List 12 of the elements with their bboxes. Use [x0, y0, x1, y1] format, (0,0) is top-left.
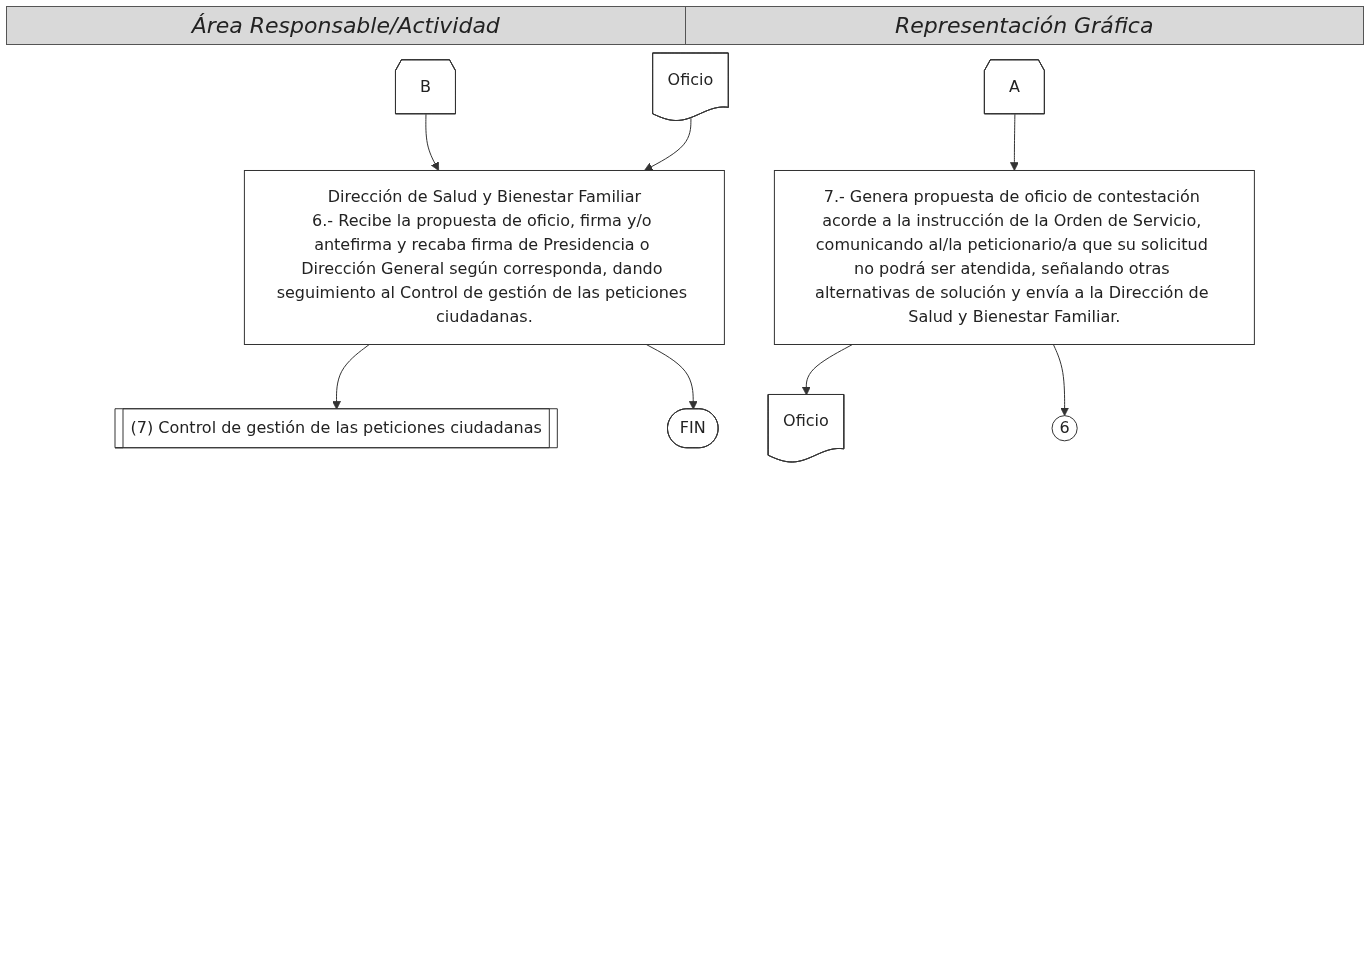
arrow — [1053, 344, 1070, 417]
arrow — [644, 117, 692, 171]
column-header: Área Responsable/Actividad — [190, 12, 501, 40]
node-box: 7.- Genera propuesta de oficio de contestación acorde a la instrucción de la Orden de Servicio, comunicando al/la peticionario/a que su solicitud no podrá ser atendida, señalando otras alternativas de solución y envía a la Dirección de Salud y Bienestar Familiar. — [774, 170, 1256, 345]
node-box: Dirección de Salud y Bienestar Familiar 6.- Recibe la propuesta de oficio, firma y/o antefirma y recaba firma de Presidencia o Dirección General según corresponda, dando seguimiento al Control de gestión de las peticiones ciudadanas. — [244, 170, 726, 345]
arrow — [1010, 113, 1020, 171]
node-circle: 6 — [1051, 415, 1078, 442]
column-header: Representación Gráfica — [684, 7, 1363, 44]
arrow — [332, 344, 371, 410]
arrow — [646, 344, 698, 410]
arrow — [425, 113, 440, 171]
arrow — [802, 344, 854, 396]
